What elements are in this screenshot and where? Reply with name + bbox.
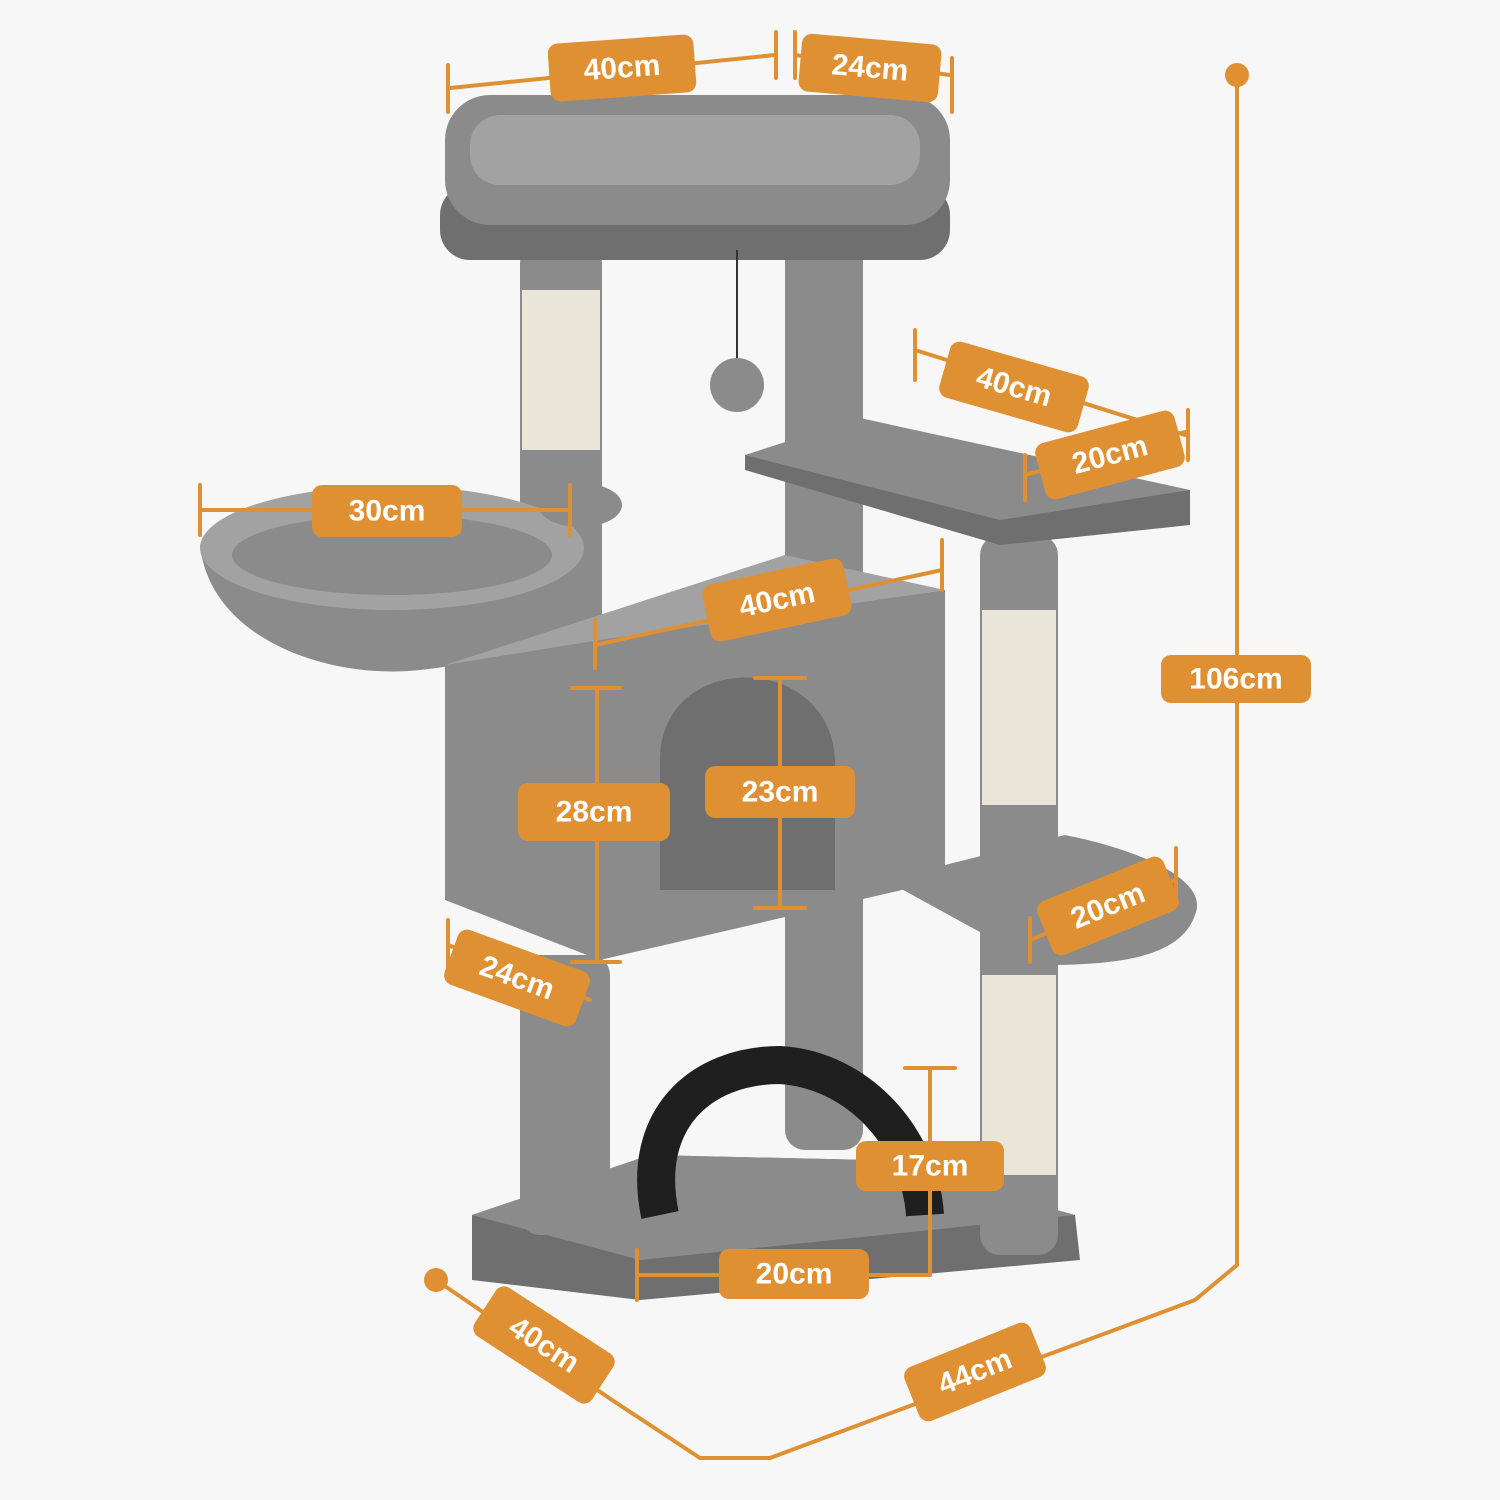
top-depth-label: 24cm xyxy=(798,33,942,103)
basket-diameter-label: 30cm xyxy=(312,485,462,537)
basket xyxy=(200,483,622,672)
condo-width-label: 40cm xyxy=(702,558,852,642)
platform-depth-label: 20cm xyxy=(1035,410,1185,500)
svg-text:20cm: 20cm xyxy=(756,1258,833,1291)
top-lounge xyxy=(440,95,950,260)
svg-text:28cm: 28cm xyxy=(556,796,633,829)
svg-text:40cm: 40cm xyxy=(583,49,662,87)
door-height-label: 23cm xyxy=(705,766,855,818)
step-depth-label: 20cm xyxy=(1037,856,1179,956)
brush-height-label: 17cm xyxy=(856,1141,1004,1191)
upper-side-platform xyxy=(745,418,1190,545)
condo-depth-label: 24cm xyxy=(444,929,590,1027)
top-width-label: 40cm xyxy=(547,34,697,102)
platform-width-label: 40cm xyxy=(939,341,1089,433)
condo-height-label: 28cm xyxy=(518,783,670,841)
svg-text:30cm: 30cm xyxy=(349,495,426,528)
svg-text:106cm: 106cm xyxy=(1189,663,1282,696)
svg-text:24cm: 24cm xyxy=(830,48,909,88)
total-height-label: 106cm xyxy=(1161,655,1311,703)
hanging-ball-toy xyxy=(710,250,764,412)
brush-width-label: 20cm xyxy=(719,1249,869,1299)
svg-text:23cm: 23cm xyxy=(742,776,819,809)
svg-text:17cm: 17cm xyxy=(892,1150,969,1183)
base-depth-label: 40cm xyxy=(473,1286,615,1404)
base-width-label: 44cm xyxy=(904,1322,1046,1422)
